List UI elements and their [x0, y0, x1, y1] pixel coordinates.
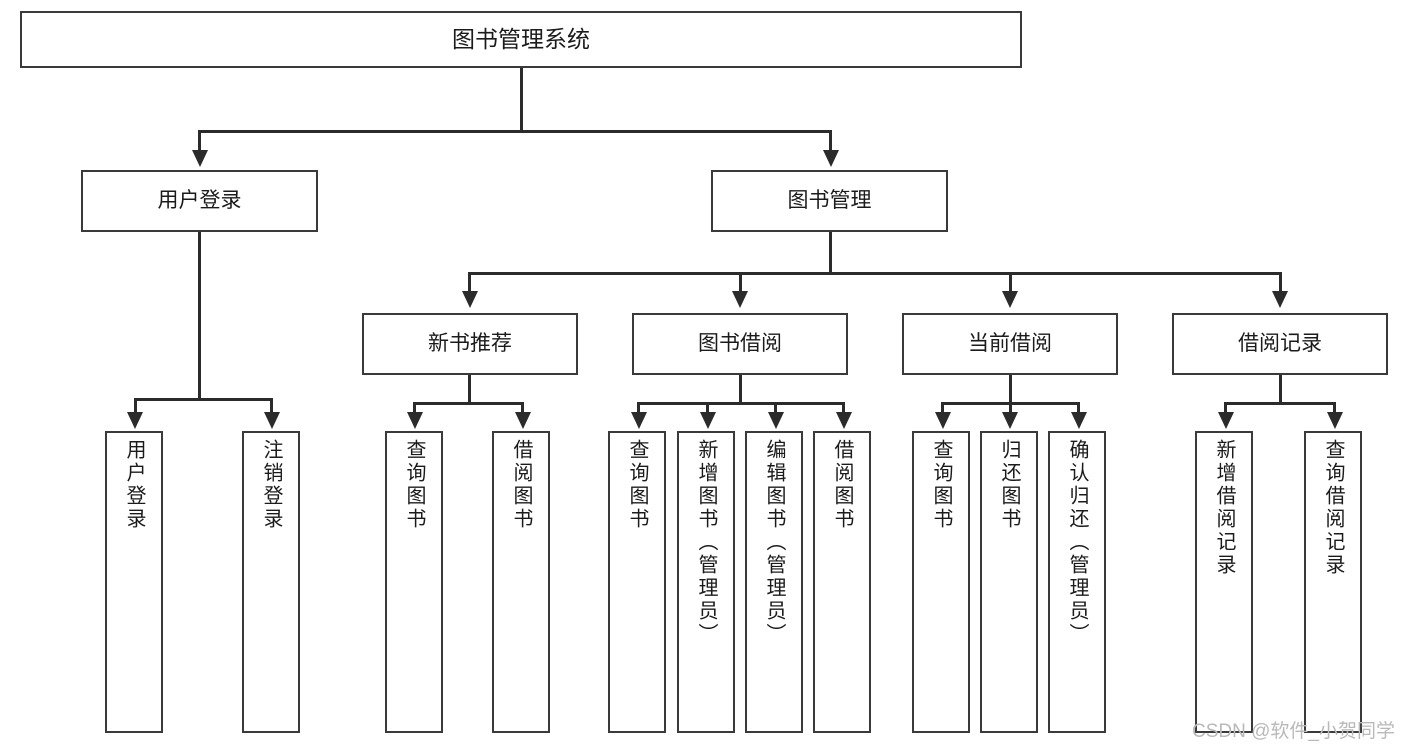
arrow-confirm-return	[1070, 412, 1087, 429]
node-leaf-query-book-rec-label: 查询图书	[403, 439, 425, 531]
node-user-login[interactable]: 用户登录	[81, 170, 318, 232]
edge-current-borrow-stem	[1008, 375, 1012, 404]
edge-drop-book-manage	[829, 130, 832, 152]
edge-drop-borrow-book	[842, 402, 845, 414]
edge-root-bus	[198, 130, 832, 133]
edge-borrow-record-bus	[1224, 402, 1335, 405]
edge-drop-edit-book	[774, 402, 777, 414]
node-leaf-user-login[interactable]: 用户登录	[105, 431, 163, 733]
node-leaf-confirm-return[interactable]: 确认归还（管理员）	[1048, 431, 1106, 733]
node-leaf-add-record-label: 新增借阅记录	[1213, 439, 1235, 577]
edge-drop-borrow-record	[1278, 272, 1282, 292]
node-leaf-borrow-book-rec[interactable]: 借阅图书	[492, 431, 550, 733]
node-leaf-query-book-br-label: 查询图书	[626, 439, 648, 531]
edge-drop-query-book-cb	[941, 402, 944, 414]
arrow-add-book	[699, 412, 716, 429]
edge-drop-return-book	[1008, 402, 1012, 414]
node-leaf-query-book-cb[interactable]: 查询图书	[912, 431, 970, 733]
node-book-borrow[interactable]: 图书借阅	[632, 313, 848, 375]
node-new-book-rec-label: 新书推荐	[428, 331, 512, 355]
arrow-return-book	[1002, 412, 1018, 429]
arrow-book-manage	[822, 150, 839, 167]
arrow-user-login	[191, 150, 208, 167]
node-current-borrow[interactable]: 当前借阅	[902, 313, 1118, 375]
edge-new-book-rec-stem	[468, 375, 471, 404]
node-leaf-return-book[interactable]: 归还图书	[980, 431, 1038, 733]
edge-drop-leaf-user-login	[133, 398, 137, 414]
node-current-borrow-label: 当前借阅	[968, 331, 1052, 355]
edge-drop-new-book-rec	[468, 272, 471, 292]
node-leaf-user-login-label: 用户登录	[123, 439, 145, 531]
node-root[interactable]: 图书管理系统	[20, 11, 1022, 68]
node-leaf-add-record[interactable]: 新增借阅记录	[1195, 431, 1253, 733]
arrow-edit-book	[767, 412, 784, 429]
node-leaf-query-record[interactable]: 查询借阅记录	[1304, 431, 1362, 733]
node-leaf-add-book-label: 新增图书（管理员）	[695, 439, 717, 646]
arrow-leaf-user-logout	[263, 412, 280, 429]
node-leaf-query-book-br[interactable]: 查询图书	[608, 431, 666, 733]
edge-book-borrow-bus	[637, 402, 844, 405]
node-borrow-record-label: 借阅记录	[1238, 331, 1322, 355]
arrow-query-book-cb	[934, 412, 951, 429]
node-book-borrow-label: 图书借阅	[698, 331, 782, 355]
edge-root-stem	[519, 68, 523, 132]
arrow-leaf-user-login	[127, 412, 143, 429]
arrow-new-book-rec	[461, 291, 478, 308]
edge-drop-add-record	[1224, 402, 1227, 414]
node-leaf-edit-book[interactable]: 编辑图书（管理员）	[745, 431, 803, 733]
node-user-login-label: 用户登录	[157, 188, 242, 212]
edge-drop-add-book	[706, 402, 709, 414]
node-leaf-return-book-label: 归还图书	[998, 439, 1020, 531]
node-leaf-user-logout-label: 注销登录	[260, 439, 282, 531]
edge-new-book-rec-bus	[413, 402, 523, 405]
arrow-current-borrow	[1002, 291, 1018, 308]
edge-drop-query-record	[1333, 402, 1336, 414]
edge-drop-current-borrow	[1008, 272, 1012, 292]
node-new-book-rec[interactable]: 新书推荐	[362, 313, 578, 375]
node-leaf-borrow-book-label: 借阅图书	[831, 439, 853, 531]
node-root-label: 图书管理系统	[452, 25, 590, 52]
arrow-borrow-record	[1272, 291, 1288, 308]
node-leaf-borrow-book[interactable]: 借阅图书	[813, 431, 871, 733]
node-leaf-edit-book-label: 编辑图书（管理员）	[763, 439, 785, 646]
node-leaf-query-book-rec[interactable]: 查询图书	[385, 431, 443, 733]
edge-drop-confirm-return	[1077, 402, 1080, 414]
node-leaf-confirm-return-label: 确认归还（管理员）	[1066, 439, 1088, 646]
edge-user-login-stem	[198, 232, 201, 400]
node-leaf-borrow-book-rec-label: 借阅图书	[510, 439, 532, 531]
edge-drop-query-book-rec	[413, 402, 416, 414]
node-leaf-add-book[interactable]: 新增图书（管理员）	[677, 431, 735, 733]
edge-drop-leaf-user-logout	[270, 398, 273, 414]
node-borrow-record[interactable]: 借阅记录	[1172, 313, 1388, 375]
arrow-borrow-book-rec	[514, 412, 531, 429]
edge-book-borrow-stem	[738, 375, 742, 404]
node-book-manage-label: 图书管理	[787, 188, 872, 212]
arrow-query-record	[1326, 412, 1343, 429]
edge-drop-user-login	[198, 130, 201, 152]
edge-borrow-record-stem	[1278, 375, 1282, 404]
edge-drop-book-borrow	[738, 272, 742, 292]
arrow-add-record	[1217, 412, 1234, 429]
edge-drop-query-book-br	[637, 402, 640, 414]
arrow-book-borrow	[732, 291, 748, 308]
node-book-manage[interactable]: 图书管理	[711, 170, 948, 232]
arrow-query-book-br	[630, 412, 647, 429]
arrow-borrow-book	[835, 412, 852, 429]
edge-book-manage-stem	[829, 232, 832, 274]
edge-user-login-bus	[133, 398, 270, 401]
arrow-query-book-rec	[406, 412, 423, 429]
edge-book-manage-bus	[468, 272, 1280, 275]
node-leaf-query-record-label: 查询借阅记录	[1322, 439, 1344, 577]
edge-drop-borrow-book-rec	[521, 402, 524, 414]
node-leaf-query-book-cb-label: 查询图书	[930, 439, 952, 531]
node-leaf-user-logout[interactable]: 注销登录	[242, 431, 300, 733]
